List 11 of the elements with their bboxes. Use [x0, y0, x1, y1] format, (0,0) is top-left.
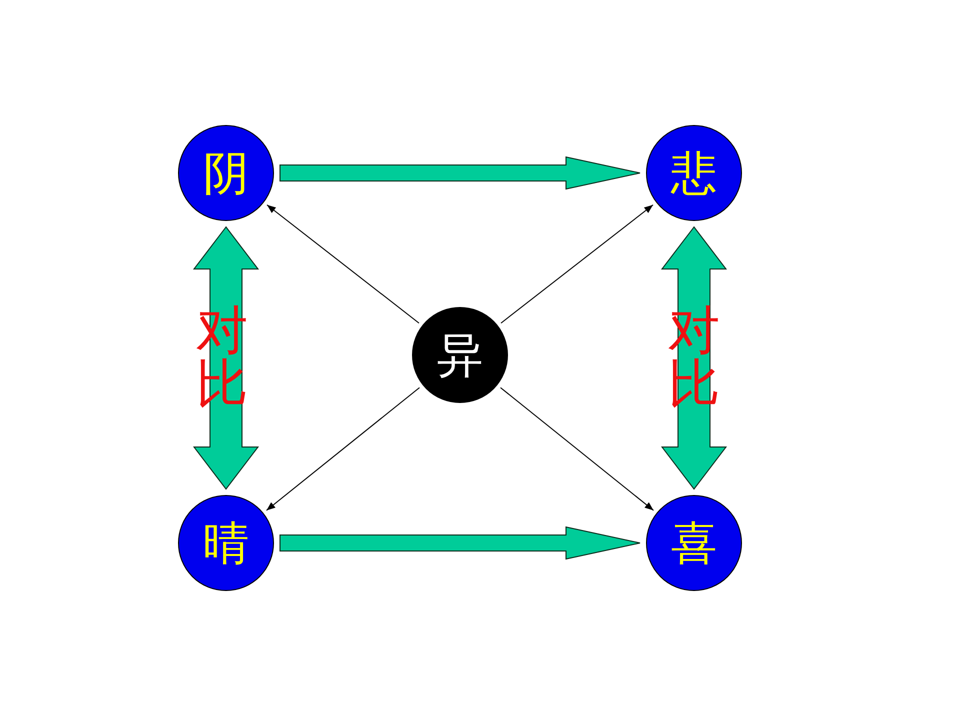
arrow	[266, 387, 420, 511]
circle-node: 晴	[178, 495, 274, 591]
circle-node: 悲	[646, 125, 742, 221]
arrow	[500, 387, 654, 511]
block-arrow	[280, 156, 640, 190]
circle-node: 喜	[646, 495, 742, 591]
arrow	[266, 204, 420, 324]
circle-node: 阴	[178, 125, 274, 221]
arrow	[500, 204, 654, 324]
circle-node: 异	[412, 307, 508, 403]
block-arrow	[280, 526, 640, 560]
